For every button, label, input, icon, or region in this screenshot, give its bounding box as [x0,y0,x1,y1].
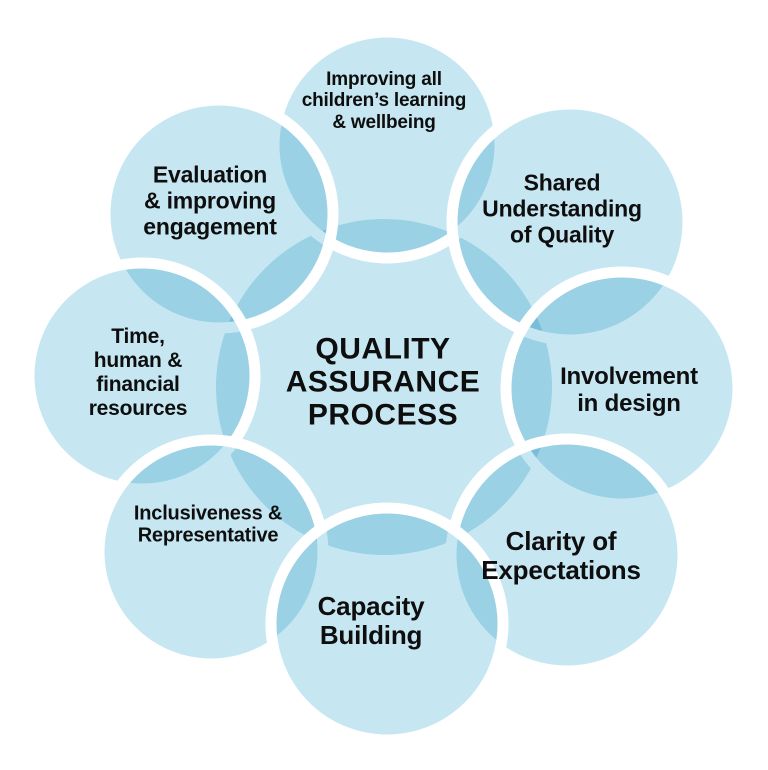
petal-label-involvement-in-design: Involvement in design [560,363,698,418]
label-line: Building [319,620,423,650]
label-line: Expectations [481,555,641,585]
label-line: engagement [143,212,277,239]
label-line: Clarity of [505,525,617,556]
title-line: ASSURANCE [285,365,481,399]
petal-label-clarity-of-expectations: Clarity of Expectations [481,525,641,585]
label-line: Understanding [482,195,642,222]
petal-fill-time [29,263,255,489]
title-line: PROCESS [307,398,459,432]
petal-label-inclusiveness-representative: Inclusiveness & Representative [134,503,282,548]
label-line: & improving [144,187,276,214]
label-line: financial [96,373,180,396]
petal-label-improving-learning: Improving all children’s learning & well… [301,69,467,133]
label-line: in design [577,390,681,417]
title-line: QUALITY [315,332,451,366]
center-circle [216,219,552,555]
label-line: Capacity [317,590,425,621]
petal-capacity-building [265,502,509,746]
petal-ring-capacity [265,502,509,746]
petal-label-capacity-building: Capacity Building [317,590,425,650]
label-line: human & [93,349,183,373]
petal-fill-clarity [451,439,683,671]
label-line: Improving all [326,69,442,91]
petal-label-evaluation-engagement: Evaluation & improving engagement [143,161,277,239]
label-line: Representative [137,525,279,547]
label-line: Time, [111,325,165,349]
label-line: & wellbeing [332,111,436,133]
label-line: Involvement [560,363,698,391]
diagram-title: QUALITY ASSURANCE PROCESS [286,333,481,432]
label-line: Inclusiveness & [133,502,283,525]
petal-label-shared-understanding: Shared Understanding of Quality [482,170,642,247]
label-line: resources [88,396,188,420]
label-line: Shared [523,169,601,196]
label-line: Evaluation [152,161,268,188]
petal-fill-capacity [271,508,503,740]
label-line: of Quality [509,220,615,247]
petal-label-time-human-financial: Time, human & financial resources [89,325,188,421]
label-line: children’s learning [301,90,467,112]
